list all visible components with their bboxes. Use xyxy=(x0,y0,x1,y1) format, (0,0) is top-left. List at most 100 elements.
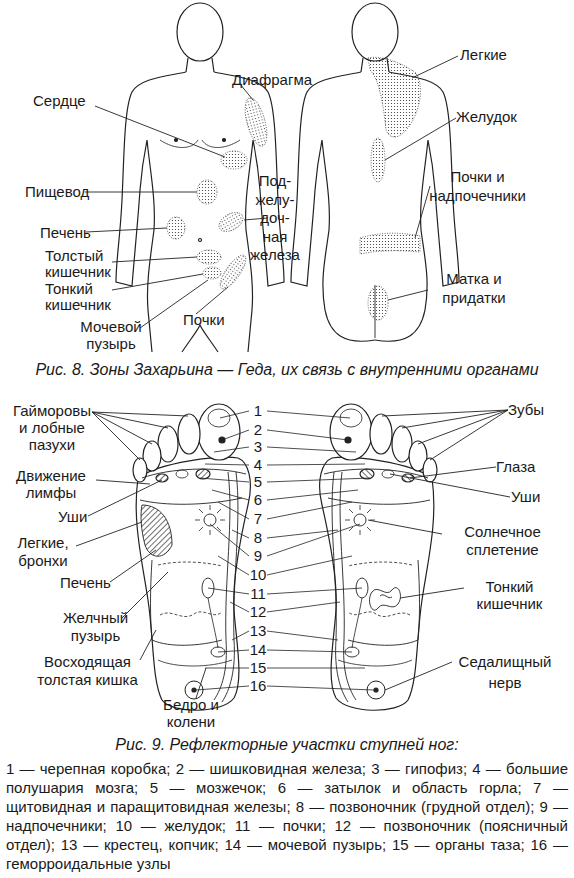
organ-label: Мочевой пузырь xyxy=(70,318,152,352)
liver-zone xyxy=(141,505,172,556)
ear-zone xyxy=(176,470,188,478)
zone-label: Уши xyxy=(58,508,108,525)
callout-number: 2 xyxy=(246,421,270,438)
leader-line xyxy=(267,631,338,640)
zone-label: Движение лимфы xyxy=(5,467,97,501)
zone-line xyxy=(158,562,222,617)
leader-line xyxy=(267,502,352,519)
leader-line xyxy=(267,668,365,669)
zone-label: Печень xyxy=(60,574,140,591)
leader-line xyxy=(267,588,362,594)
organ-label: Печень xyxy=(40,224,130,241)
kidney-zone xyxy=(216,252,250,293)
callout-number: 13 xyxy=(246,622,270,639)
liver-zone xyxy=(167,217,185,239)
leader-line xyxy=(267,411,350,418)
toe xyxy=(178,414,200,454)
toe xyxy=(133,458,147,482)
leader-line xyxy=(267,478,370,482)
neck-outline xyxy=(186,58,214,72)
zone-label: Седалищный нерв xyxy=(450,651,560,693)
zone-label: Уши xyxy=(511,488,566,505)
foot-outline xyxy=(136,457,250,710)
zone-line xyxy=(158,660,232,666)
organ-label: Толстый кишечник xyxy=(45,248,130,280)
leader-line xyxy=(196,668,206,698)
zone-label: Гайморовы и лобные пазухи xyxy=(10,402,94,453)
leader-line xyxy=(112,274,203,290)
callout-number: 12 xyxy=(246,603,270,620)
back-body xyxy=(291,3,459,341)
leader-line xyxy=(196,287,228,314)
callout-number: 3 xyxy=(246,438,270,455)
foot xyxy=(320,404,437,710)
callout-number: 11 xyxy=(246,585,270,602)
navel xyxy=(199,239,202,242)
stomach-zone xyxy=(371,138,385,182)
organ-label: Легкие xyxy=(460,46,560,63)
body-outline xyxy=(116,72,186,352)
eye-zone xyxy=(156,474,168,482)
leader-line xyxy=(85,192,197,193)
leader-line xyxy=(390,474,510,497)
leader-line xyxy=(232,530,249,538)
head-outline xyxy=(352,3,398,61)
legend-text: 1 — черепная коробка; 2 — шишковидная же… xyxy=(6,759,568,873)
callout-number: 6 xyxy=(246,491,270,508)
leader-line xyxy=(208,588,249,594)
leader-line xyxy=(218,556,249,575)
leader-line xyxy=(385,118,456,160)
callout-number: 10 xyxy=(246,566,270,583)
zone-label: Глаза xyxy=(496,458,566,475)
leader-line xyxy=(267,602,340,612)
callout-number: 15 xyxy=(246,659,270,676)
leader-line xyxy=(388,290,428,300)
leader-line xyxy=(232,631,249,640)
leader-line xyxy=(86,228,167,232)
eye-zone xyxy=(196,469,210,479)
organ-label: Диафрагма xyxy=(232,71,342,88)
leader-line xyxy=(267,524,360,556)
leader-line xyxy=(382,410,508,416)
leader-line xyxy=(214,447,249,452)
nipple xyxy=(223,139,226,142)
callout-number: 14 xyxy=(246,641,270,658)
leader-line xyxy=(412,56,458,78)
leader-line xyxy=(267,650,352,652)
leader-line xyxy=(267,464,365,465)
organ-label: Под- желу- доч- ная железа xyxy=(248,172,302,265)
leader-line xyxy=(218,650,249,652)
figure-caption: Рис. 9. Рефлекторные участки ступней ног… xyxy=(4,736,570,753)
leader-line xyxy=(410,467,496,478)
uterus-zone xyxy=(368,286,388,320)
organ-label: Тонкий кишечник xyxy=(45,281,130,313)
diaphragm-zone xyxy=(241,96,271,149)
leader-line xyxy=(222,430,249,440)
body-outline xyxy=(291,72,375,341)
toe-zone xyxy=(208,409,230,427)
nipple xyxy=(175,139,178,142)
leader-line xyxy=(267,530,338,538)
organ-label: Пищевод xyxy=(25,183,115,200)
leader-line xyxy=(400,588,464,598)
leader-line xyxy=(200,478,249,482)
callout-number: 9 xyxy=(246,547,270,564)
zone-label: Бедро и колени xyxy=(160,696,222,730)
foot xyxy=(133,404,250,710)
organ-label: Сердце xyxy=(33,92,123,109)
leader-line xyxy=(140,630,156,660)
leader-line xyxy=(196,686,249,690)
leader-line xyxy=(205,668,249,669)
zone-label: Желчный пузырь xyxy=(58,609,133,645)
colon-zone xyxy=(197,250,221,264)
zone-label: Легкие, бронхи xyxy=(8,534,78,570)
leader-line xyxy=(267,556,352,575)
number-leaders xyxy=(196,411,374,690)
organ-label: Матка и придатки xyxy=(424,269,524,307)
head-outline xyxy=(177,3,223,61)
heel-zone xyxy=(192,688,196,692)
zone-label: Зубы xyxy=(508,401,568,418)
plexus-zone xyxy=(195,505,225,535)
leader-line xyxy=(230,602,249,612)
